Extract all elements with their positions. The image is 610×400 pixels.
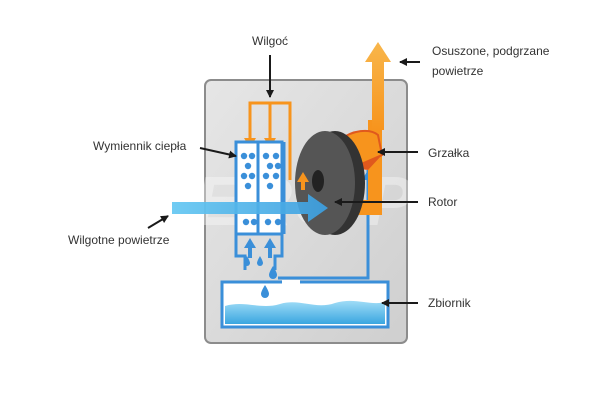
- label-moisture: Wilgoć: [252, 34, 289, 48]
- exchanger-bubbles: [240, 152, 282, 226]
- leader-exchanger: [199, 147, 237, 159]
- label-humid-air: Wilgotne powietrze: [68, 233, 170, 247]
- label-heat-exchanger: Wymiennik ciepła: [93, 139, 187, 153]
- humid-air-arrow: [172, 194, 328, 222]
- rotor-hub: [312, 170, 324, 192]
- label-dried-air: Osuszone, podgrzane: [432, 44, 550, 58]
- label-rotor: Rotor: [428, 195, 458, 209]
- small-up-arrow: [297, 172, 309, 190]
- label-heater: Grzałka: [428, 146, 470, 160]
- tank-water: [225, 300, 385, 324]
- label-dried-air-2: powietrze: [432, 64, 484, 78]
- water-drops: [244, 256, 277, 298]
- label-tank: Zbiornik: [428, 296, 471, 310]
- leader-humid: [147, 215, 169, 229]
